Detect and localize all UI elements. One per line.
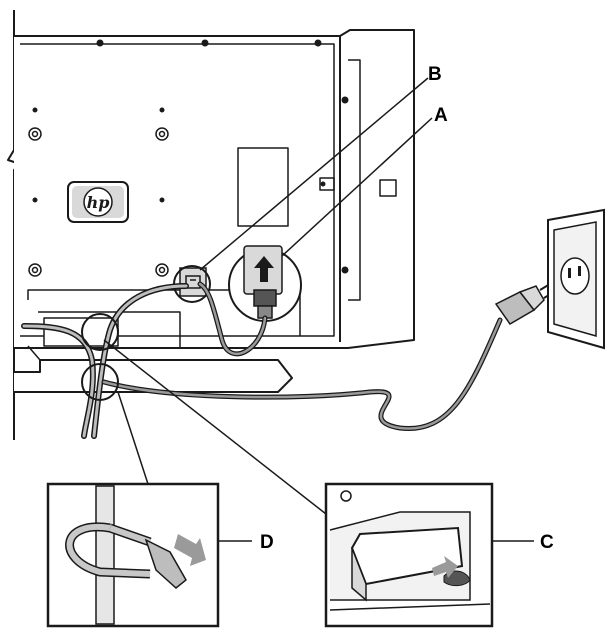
mounting-holes <box>32 39 349 274</box>
inset-cable-tie <box>46 482 220 628</box>
wall-outlet <box>547 208 605 350</box>
insert-arrow-icon <box>254 256 274 282</box>
cables <box>21 281 503 439</box>
callout-d: D <box>260 532 274 553</box>
cable-clip-magnifier-lower <box>81 363 119 401</box>
cable-clip-magnifier-upper <box>81 313 119 351</box>
power-inlet-magnifier <box>228 245 302 322</box>
hp-logo: hp <box>67 181 129 223</box>
callout-c: C <box>540 532 554 553</box>
monitor-stand <box>13 289 301 393</box>
vesa-mount-points <box>28 127 169 277</box>
callout-a: A <box>434 105 448 126</box>
inset-stand-cover <box>324 482 494 628</box>
power-plug <box>494 283 555 325</box>
press-arrow-icon <box>432 556 458 578</box>
pull-arrow-icon <box>174 534 206 566</box>
callout-b: B <box>428 64 442 85</box>
hp-logo-text: hp <box>87 193 110 212</box>
leader-lines <box>103 77 534 542</box>
rear-port-block <box>179 267 207 297</box>
monitor-back-panel <box>7 10 415 440</box>
